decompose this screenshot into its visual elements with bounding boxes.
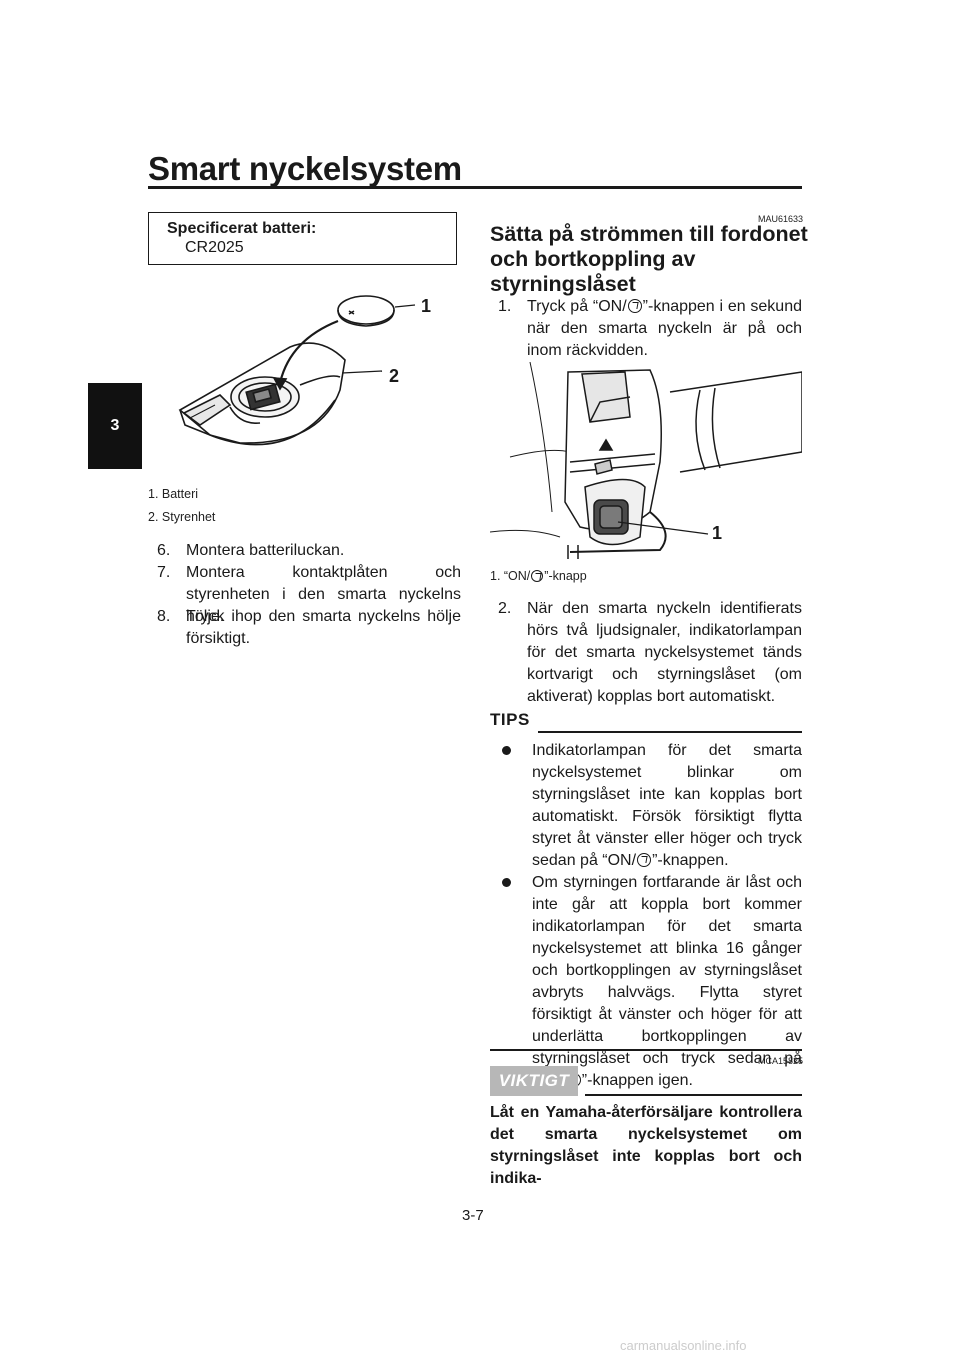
step-7: 7. Montera kontaktplåten och styrenheten… <box>157 564 461 625</box>
callout-on-button: 1 <box>712 523 723 543</box>
handlebar-switch-figure <box>490 362 802 559</box>
step-8: 8. Tryck ihop den smarta nyckelns hölje … <box>157 608 461 647</box>
notice-text: Låt en Yamaha-återförsäljare kontrollera… <box>490 1104 802 1187</box>
page-number: 3-7 <box>462 1207 484 1224</box>
on-power-icon <box>531 570 544 582</box>
viktigt-rule <box>585 1094 802 1096</box>
tips-rule <box>538 731 802 733</box>
page-title: Smart nyckelsystem <box>148 150 462 187</box>
bullet-dot <box>502 746 511 755</box>
on-power-icon <box>627 299 642 313</box>
tips-heading: TIPS <box>490 710 530 729</box>
on-power-icon <box>637 853 652 867</box>
title-rule <box>148 186 802 189</box>
tips-bullet-1: Indikatorlampan för det smarta nyckelsys… <box>502 740 802 872</box>
battery-spec-box: Specificerat batteri: CR2025 <box>148 212 457 265</box>
step-2: 2. När den smarta nyckeln identifierats … <box>498 600 802 705</box>
bullet-dot <box>502 878 511 887</box>
smart-key-battery-figure <box>178 295 416 446</box>
spec-value: CR2025 <box>185 239 244 256</box>
figure-legend-2: 2. Styrenhet <box>148 510 216 524</box>
tips-bullet-2: Om styrningen fortfarande är låst och in… <box>502 872 802 1092</box>
spec-label: Specificerat batteri: <box>167 220 317 237</box>
figure-legend-1: 1. Batteri <box>148 487 199 501</box>
section-heading: Sätta på strömmen till fordonet och bort… <box>490 222 808 296</box>
viktigt-badge: VIKTIGT <box>490 1066 578 1096</box>
figure2-legend: 1. “ON/”-knapp <box>490 569 587 583</box>
section-code: MAU61633 <box>758 214 804 224</box>
tips-end-rule <box>490 1049 802 1051</box>
step-6: 6. Montera batteriluckan. <box>157 542 345 559</box>
step-1: 1. Tryck på “ON/”-knappen i en sekund nä… <box>498 298 803 359</box>
callout-1: 1 <box>421 296 432 316</box>
notice-code: MCA15825 <box>758 1056 804 1066</box>
footer-watermark: carmanualsonline.info <box>620 1338 747 1353</box>
chapter-tab: 3 <box>88 383 142 469</box>
callout-2: 2 <box>389 366 400 386</box>
